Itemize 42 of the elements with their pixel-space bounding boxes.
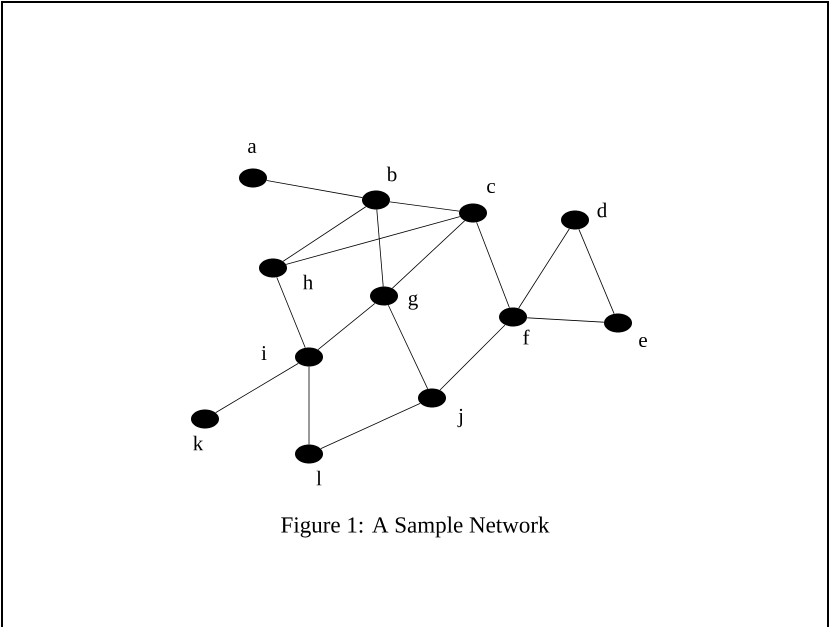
edge-line <box>376 209 384 287</box>
edge-line <box>215 362 299 414</box>
edge-line <box>308 366 310 445</box>
node-dot <box>259 258 287 278</box>
node-dot <box>604 314 632 332</box>
node-label: c <box>487 182 496 194</box>
edge-line <box>390 201 460 212</box>
edge-line <box>286 216 460 265</box>
edge-line <box>578 228 615 314</box>
edge-line <box>318 303 376 350</box>
node-dot <box>370 286 398 306</box>
node-dot <box>191 410 219 428</box>
node-label: b <box>386 166 396 182</box>
node-label: g <box>408 294 418 310</box>
node-dot <box>459 204 487 222</box>
edge-line <box>320 402 421 450</box>
node-label: k <box>193 436 204 450</box>
node-dot <box>499 308 527 326</box>
edge-line <box>518 228 570 309</box>
node-label: j <box>457 408 462 428</box>
figure-caption: Figure 1: A Sample Network <box>281 516 550 538</box>
edge-line <box>476 222 510 308</box>
edge-line <box>266 180 363 198</box>
node-label: e <box>639 336 647 348</box>
node-dot <box>362 190 390 210</box>
node-label: h <box>302 274 313 290</box>
node-dot <box>295 444 323 464</box>
node-dot <box>239 168 267 188</box>
edge-line <box>282 206 366 262</box>
node-label: i <box>262 346 267 360</box>
node-dot <box>295 348 323 366</box>
node-label: d <box>598 202 607 218</box>
edge-line <box>276 276 306 348</box>
node-label: a <box>248 142 256 154</box>
edge-line <box>440 324 506 390</box>
node-dot <box>561 210 589 230</box>
node-label: f <box>523 330 530 344</box>
node-label: l <box>316 470 322 486</box>
edge-line <box>526 317 604 323</box>
node-dot <box>418 388 446 408</box>
edge-line <box>388 304 428 390</box>
edge-line <box>392 220 466 289</box>
